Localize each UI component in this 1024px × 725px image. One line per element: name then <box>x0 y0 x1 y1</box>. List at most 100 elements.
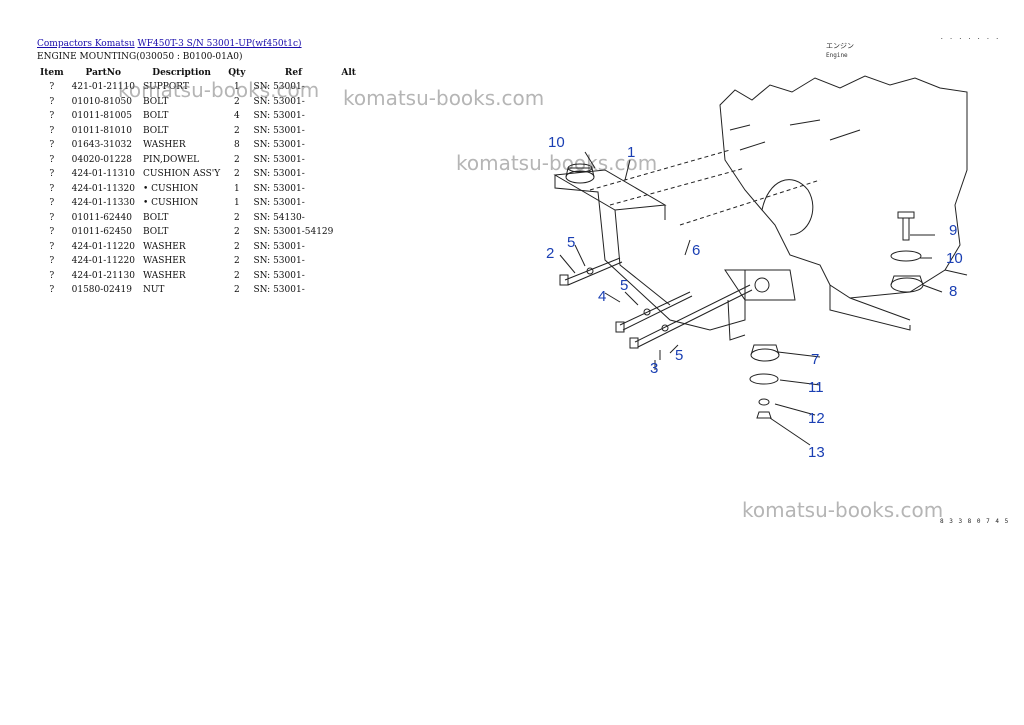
callout-5: 5 <box>675 347 683 364</box>
header-partno: PartNo <box>85 68 122 78</box>
callout-2: 2 <box>546 245 554 262</box>
callout-10: 10 <box>548 134 565 151</box>
cell-ref: SN: 53001- <box>253 96 305 107</box>
cell-item: ? <box>49 256 55 267</box>
cell-description: SUPPORT <box>142 82 189 93</box>
cell-item: ? <box>49 169 55 180</box>
cell-qty: 2 <box>233 169 240 180</box>
cell-ref: SN: 53001- <box>253 198 305 209</box>
cell-item: ? <box>49 198 55 209</box>
cell-description: WASHER <box>142 270 186 281</box>
cell-ref: SN: 53001- <box>253 140 305 151</box>
callout-13: 13 <box>808 444 825 461</box>
engine-label: Engine <box>826 52 848 59</box>
cell-description: BOLT <box>142 227 169 238</box>
cell-partno: 01643-31032 <box>71 140 132 151</box>
cell-partno: 424-01-11310 <box>71 169 135 180</box>
cell-partno: 01011-62450 <box>71 227 132 238</box>
callout-5: 5 <box>567 234 575 251</box>
cell-ref: SN: 53001-54129 <box>253 227 334 238</box>
cell-ref: SN: 53001- <box>253 169 305 180</box>
cell-partno: 424-01-11330 <box>71 198 135 209</box>
cell-ref: SN: 53001- <box>253 125 305 136</box>
cell-ref: SN: 53001- <box>253 154 305 165</box>
cell-description: WASHER <box>142 241 186 252</box>
cell-partno: 01011-62440 <box>71 212 132 223</box>
cell-alt <box>337 124 360 139</box>
cell-ref: SN: 53001- <box>253 183 305 194</box>
cell-description: WASHER <box>142 140 186 151</box>
cell-partno: 424-01-11220 <box>71 256 135 267</box>
cell-description: BOLT <box>142 111 169 122</box>
callout-9: 9 <box>949 222 957 239</box>
callout-12: 12 <box>808 410 825 427</box>
watermark: komatsu-books.com <box>456 151 658 175</box>
engine-label-jp: エンジン <box>826 42 854 50</box>
cell-partno: 424-01-11220 <box>71 241 135 252</box>
cell-alt <box>337 254 360 269</box>
header-qty: Qty <box>228 68 246 78</box>
cell-item: ? <box>49 125 55 136</box>
table-row: ? 01011-62450 BOLT 2 SN: 53001-54129 <box>36 225 360 240</box>
cell-description: • CUSHION <box>142 183 199 194</box>
cell-description: • CUSHION <box>142 198 199 209</box>
cell-qty: 8 <box>233 140 240 151</box>
table-row: ? 01011-62440 BOLT 2 SN: 54130- <box>36 211 360 226</box>
watermark: komatsu-books.com <box>742 498 944 522</box>
cell-description: PIN,DOWEL <box>142 154 200 165</box>
cell-partno: 421-01-21110 <box>71 82 135 93</box>
cell-qty: 2 <box>233 227 240 238</box>
cell-description: BOLT <box>142 212 169 223</box>
cell-item: ? <box>49 96 55 107</box>
cell-alt <box>337 269 360 284</box>
callout-10: 10 <box>946 250 963 267</box>
cell-ref: SN: 53001- <box>253 285 305 296</box>
cell-item: ? <box>49 212 55 223</box>
cell-description: WASHER <box>142 256 186 267</box>
parts-table: Item PartNo Description Qty Ref Alt ?421… <box>36 66 360 298</box>
table-header-row: Item PartNo Description Qty Ref Alt <box>36 66 360 80</box>
breadcrumb-link-model[interactable]: WF450T-3 S/N 53001-UP(wf450t1c) <box>137 39 302 49</box>
cell-qty: 1 <box>233 183 240 194</box>
cell-item: ? <box>49 111 55 122</box>
header-item: Item <box>40 68 64 78</box>
cell-qty: 2 <box>233 285 240 296</box>
cell-alt <box>337 283 360 298</box>
table-row: ? 01011-81010 BOLT 2 SN: 53001- <box>36 124 360 139</box>
cell-alt <box>337 109 360 124</box>
cell-qty: 2 <box>233 154 240 165</box>
cell-item: ? <box>49 285 55 296</box>
header-description: Description <box>152 68 211 78</box>
table-row: ? 04020-01228 PIN,DOWEL 2 SN: 53001- <box>36 153 360 168</box>
callout-1: 1 <box>627 144 635 161</box>
cell-qty: 2 <box>233 125 240 136</box>
cell-description: BOLT <box>142 125 169 136</box>
cell-item: ? <box>49 183 55 194</box>
cell-item: ? <box>49 154 55 165</box>
cell-ref: SN: 53001- <box>253 82 305 93</box>
cell-ref: SN: 53001- <box>253 111 305 122</box>
cell-description: BOLT <box>142 96 169 107</box>
header-ref: Ref <box>284 68 302 78</box>
cell-qty: 2 <box>233 212 240 223</box>
cell-partno: 04020-01228 <box>71 154 132 165</box>
cell-alt <box>337 153 360 168</box>
callout-5: 5 <box>620 277 628 294</box>
breadcrumb-link-compactors[interactable]: Compactors Komatsu <box>37 39 135 49</box>
cell-qty: 2 <box>233 96 240 107</box>
figure-ref-code: 8 3 3 8 0 7 4 5 <box>940 518 1010 525</box>
cell-ref: SN: 54130- <box>253 212 305 223</box>
figure-corner-mark: . . . . . . . <box>940 34 1000 41</box>
cell-alt <box>337 211 360 226</box>
callout-3: 3 <box>650 360 658 377</box>
cell-item: ? <box>49 227 55 238</box>
cell-item: ? <box>49 241 55 252</box>
cell-alt <box>337 182 360 197</box>
cell-partno: 01011-81005 <box>71 111 132 122</box>
cell-qty: 4 <box>233 111 240 122</box>
cell-partno: 01011-81010 <box>71 125 132 136</box>
